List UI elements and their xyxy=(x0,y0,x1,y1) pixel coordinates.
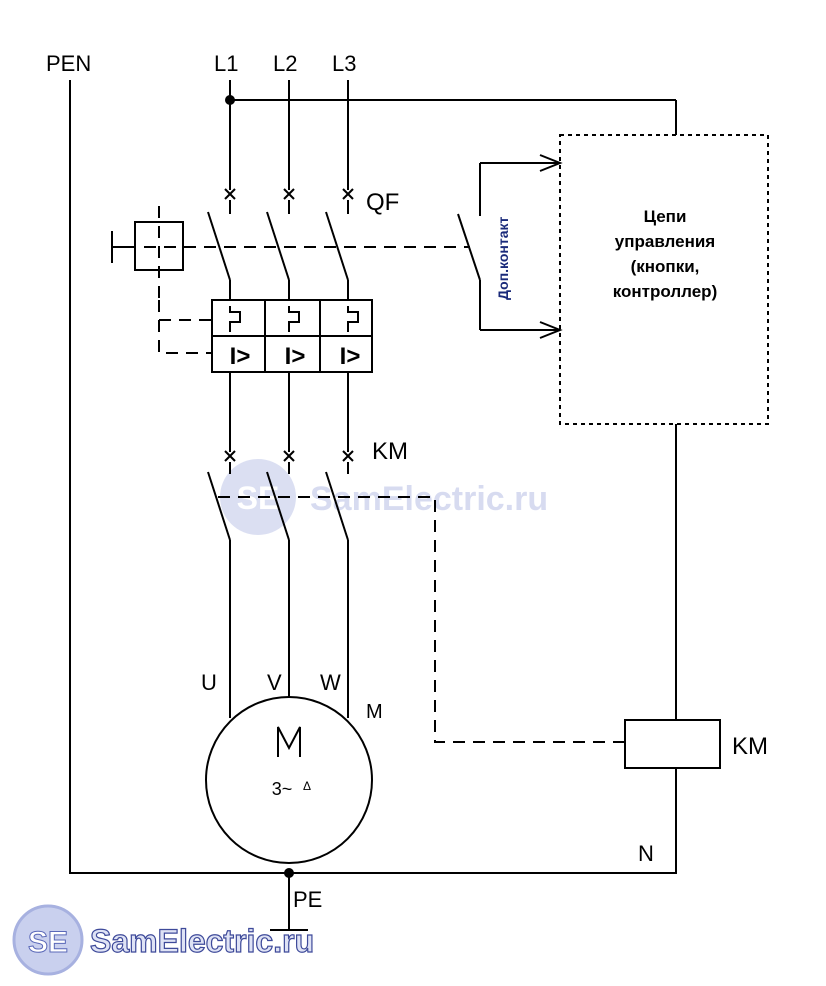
watermark-logo-text: SamElectric.ru xyxy=(90,923,314,959)
junction-pe xyxy=(284,868,294,878)
label-km-coil: KM xyxy=(732,733,768,760)
breaker-tag-1: I> xyxy=(230,343,251,370)
control-line-4: контроллер) xyxy=(613,282,717,301)
breaker-tag-3: I> xyxy=(340,343,361,370)
junction-l1 xyxy=(225,95,235,105)
watermark-logo-circle xyxy=(12,904,84,976)
control-line-3: (кнопки, xyxy=(631,257,700,276)
watermark-logo-badge: SE xyxy=(28,926,68,959)
motor: 3~ Δ xyxy=(205,696,373,864)
watermark-text-center: SamElectric.ru xyxy=(310,480,548,518)
qf-blade-3 xyxy=(325,211,349,281)
motor-spec: 3~ xyxy=(272,779,293,799)
watermark-logo: SE SamElectric.ru xyxy=(12,904,315,976)
mechanical-links xyxy=(124,206,625,743)
km-coil xyxy=(624,719,721,769)
label-w: W xyxy=(320,670,341,695)
label-m: M xyxy=(366,701,383,723)
terminal-marks xyxy=(224,188,354,462)
km-blade-3 xyxy=(325,471,349,541)
label-l2: L2 xyxy=(273,51,297,76)
aux-contact-label: Доп.контакт xyxy=(495,216,511,300)
label-u: U xyxy=(201,670,217,695)
label-qf: QF xyxy=(366,189,399,216)
label-km-top: KM xyxy=(372,438,408,465)
breaker-body xyxy=(211,299,373,373)
aux-arrow-bottom xyxy=(539,321,563,339)
watermark-center: SE SamElectric.ru xyxy=(220,459,548,535)
label-l3: L3 xyxy=(332,51,356,76)
label-pen: PEN xyxy=(46,51,91,76)
label-v: V xyxy=(267,670,282,695)
qf-blade-2 xyxy=(266,211,290,281)
km-blade-1 xyxy=(207,471,231,541)
label-l1: L1 xyxy=(214,51,238,76)
control-line-1: Цепи xyxy=(644,207,687,226)
control-line-2: управления xyxy=(615,232,715,251)
label-pe: PE xyxy=(293,887,322,912)
pen-wire xyxy=(69,80,677,874)
control-box xyxy=(559,134,769,425)
wires xyxy=(69,80,677,930)
motor-m-glyph xyxy=(277,726,301,757)
breaker-tag-2: I> xyxy=(285,343,306,370)
motor-delta: Δ xyxy=(303,779,311,793)
aux-arrow-top xyxy=(539,154,563,172)
label-n: N xyxy=(638,841,654,866)
qf-blade-1 xyxy=(207,211,231,281)
km-blade-2 xyxy=(266,471,290,541)
